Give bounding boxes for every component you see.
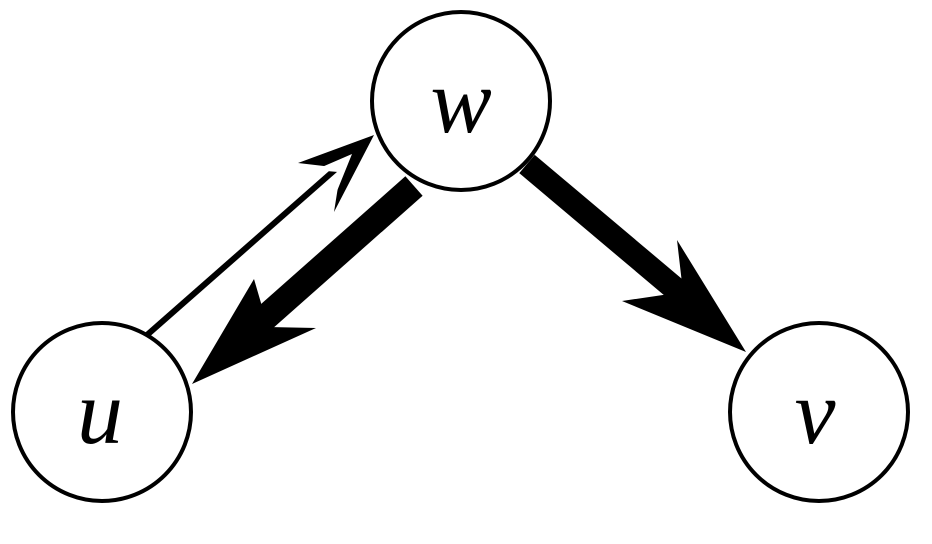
edge-u-to-w	[145, 135, 374, 338]
arrowhead-w-to-u	[192, 279, 316, 384]
arrowhead-u-to-w	[298, 135, 374, 212]
edge-w-to-u	[192, 176, 423, 384]
arrowhead-w-to-v	[622, 240, 746, 352]
edge-w-to-v	[519, 154, 746, 352]
node-v: v	[728, 321, 910, 503]
node-v-label: v	[795, 361, 836, 463]
node-u: u	[11, 321, 193, 503]
node-u-label: u	[77, 361, 123, 463]
node-w-label: w	[430, 50, 491, 152]
node-w: w	[370, 10, 552, 192]
